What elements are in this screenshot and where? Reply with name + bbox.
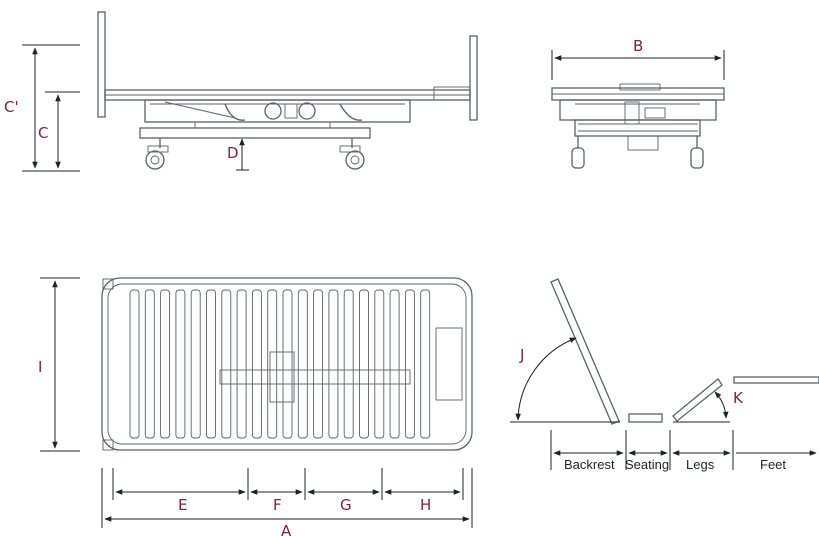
slat (160, 289, 171, 439)
segment-label-backrest: Backrest (564, 457, 615, 472)
dimension-c (45, 91, 80, 169)
label-c-prime: C' (4, 98, 19, 116)
dimension-efgh (112, 468, 464, 500)
label-f: F (273, 496, 282, 514)
slat (282, 289, 293, 439)
label-a: A (281, 522, 292, 536)
label-k: K (733, 389, 744, 407)
label-i: I (38, 358, 42, 376)
slat (236, 289, 247, 439)
section-profile (550, 278, 819, 425)
segment-label-legs: Legs (686, 457, 715, 472)
label-b: B (633, 37, 643, 55)
slat (206, 289, 216, 439)
dimension-i (40, 277, 80, 452)
slat (267, 289, 278, 439)
label-j: J (519, 346, 524, 364)
slat (221, 289, 232, 439)
slat (190, 289, 201, 439)
segment-label-feet: Feet (760, 457, 786, 472)
slat (144, 289, 155, 439)
label-d: D (227, 144, 239, 162)
label-c: C (38, 124, 48, 142)
label-e: E (178, 496, 187, 514)
label-h: H (420, 496, 431, 514)
slat (389, 289, 400, 439)
slat (129, 289, 140, 439)
slat (404, 289, 415, 439)
segment-dimensions (550, 430, 817, 470)
dimension-d (236, 138, 249, 171)
end-view-bed (551, 83, 725, 169)
dimension-a (101, 468, 473, 528)
slat (251, 289, 262, 439)
slats (129, 289, 431, 439)
side-view-bed (97, 11, 478, 170)
slat (374, 289, 385, 439)
angle-j (510, 337, 620, 423)
dimension-c-prime (22, 44, 80, 172)
dimension-b (551, 50, 725, 80)
slat (313, 289, 324, 439)
slat (328, 289, 339, 439)
slat (343, 289, 354, 439)
angle-k (673, 391, 730, 423)
slat (359, 289, 369, 439)
slat (175, 289, 186, 439)
label-g: G (340, 496, 352, 514)
slat (297, 289, 308, 439)
slat (420, 289, 431, 439)
segment-label-seating: Seating (625, 457, 669, 472)
top-view-bed (101, 277, 473, 451)
